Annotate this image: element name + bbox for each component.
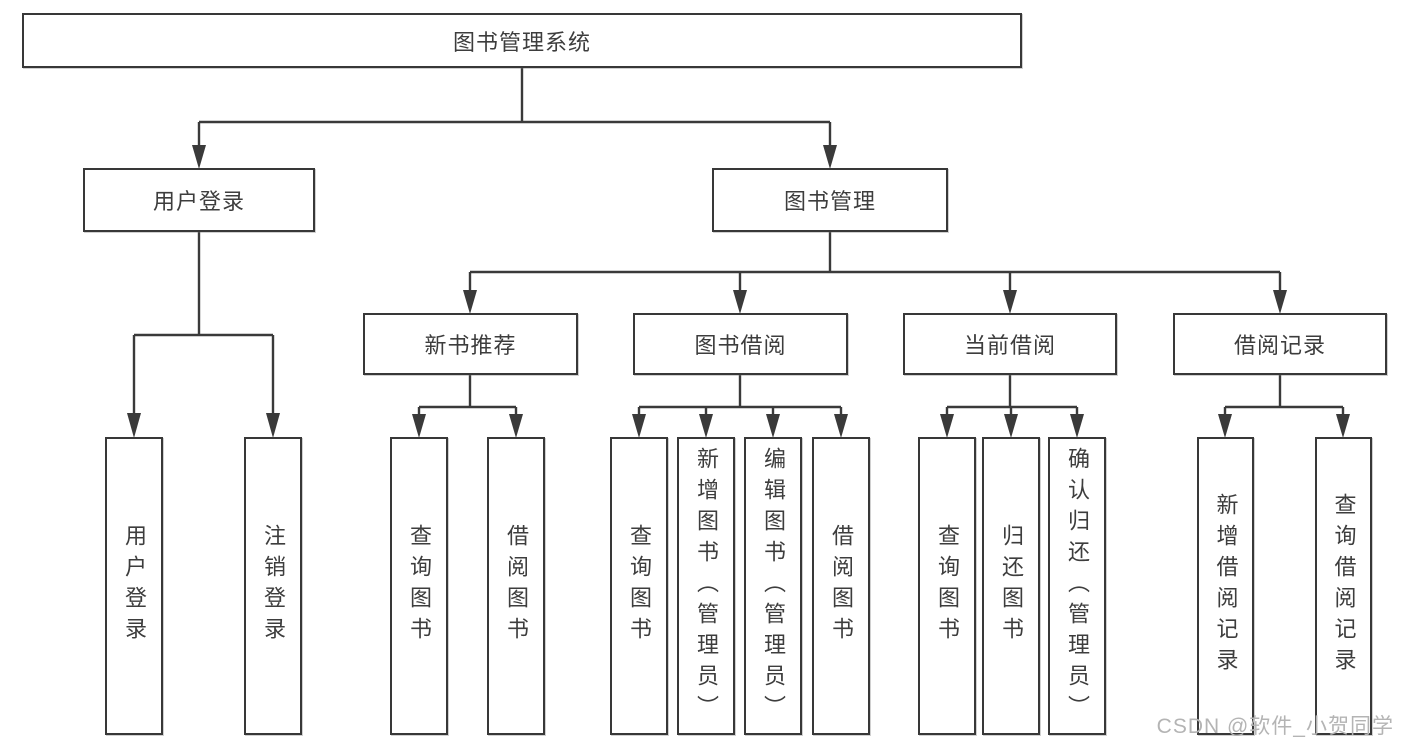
arrowhead bbox=[509, 414, 523, 438]
arrowhead bbox=[463, 290, 477, 314]
leaf-query-book-borrow-label: 查询图书 bbox=[627, 524, 652, 648]
arrowhead bbox=[940, 414, 954, 438]
node-new-book-recommend: 新书推荐 bbox=[363, 313, 578, 375]
leaf-borrow-book-recommend: 借阅图书 bbox=[487, 437, 545, 735]
arrowhead bbox=[1218, 414, 1232, 438]
arrowhead bbox=[1273, 290, 1287, 314]
node-book-management-label: 图书管理 bbox=[783, 189, 876, 214]
leaf-add-borrow-record-label: 新增借阅记录 bbox=[1213, 493, 1239, 679]
leaf-logout: 注销登录 bbox=[244, 437, 302, 735]
leaf-query-book-current-label: 查询图书 bbox=[935, 524, 960, 648]
node-book-borrow-label: 图书借阅 bbox=[694, 333, 787, 358]
node-current-borrow: 当前借阅 bbox=[903, 313, 1117, 375]
arrowhead bbox=[1003, 290, 1017, 314]
connector-book-borrow-children bbox=[637, 375, 843, 415]
arrowhead bbox=[1004, 414, 1018, 438]
node-book-management: 图书管理 bbox=[712, 168, 948, 232]
arrowhead bbox=[733, 290, 747, 314]
node-current-borrow-label: 当前借阅 bbox=[963, 333, 1056, 358]
arrowhead bbox=[412, 414, 426, 438]
arrowhead bbox=[192, 145, 206, 169]
node-borrow-record-label: 借阅记录 bbox=[1233, 333, 1326, 358]
leaf-query-book-recommend: 查询图书 bbox=[390, 437, 448, 735]
connector-book-management-children bbox=[468, 232, 1282, 292]
csdn-watermark: CSDN @软件_小贺同学 bbox=[1156, 715, 1394, 738]
arrowhead bbox=[699, 414, 713, 438]
leaf-borrow-book-recommend-label: 借阅图书 bbox=[504, 524, 529, 648]
leaf-add-book-admin: 新增图书（管理员） bbox=[677, 437, 735, 735]
node-new-book-recommend-label: 新书推荐 bbox=[424, 333, 517, 358]
arrowhead bbox=[1336, 414, 1350, 438]
connector-root-to-level2 bbox=[197, 68, 832, 147]
connector-current-borrow-children bbox=[945, 375, 1079, 415]
node-root-label: 图书管理系统 bbox=[452, 29, 591, 55]
leaf-query-book-borrow: 查询图书 bbox=[610, 437, 668, 735]
leaf-return-book: 归还图书 bbox=[982, 437, 1040, 735]
arrowhead bbox=[1070, 414, 1084, 438]
leaf-logout-label: 注销登录 bbox=[261, 524, 286, 648]
node-user-login: 用户登录 bbox=[83, 168, 315, 232]
arrowhead bbox=[127, 413, 141, 438]
leaf-user-login: 用户登录 bbox=[105, 437, 163, 735]
leaf-confirm-return-admin-label: 确认归还（管理员） bbox=[1065, 446, 1090, 726]
leaf-query-book-recommend-label: 查询图书 bbox=[407, 524, 432, 648]
leaf-borrow-book-label: 借阅图书 bbox=[829, 524, 854, 648]
leaf-query-borrow-record-label: 查询借阅记录 bbox=[1331, 493, 1357, 679]
leaf-edit-book-admin: 编辑图书（管理员） bbox=[744, 437, 802, 735]
arrowhead bbox=[766, 414, 780, 438]
leaf-return-book-label: 归还图书 bbox=[999, 524, 1024, 648]
leaf-query-book-current: 查询图书 bbox=[918, 437, 976, 735]
leaf-borrow-book: 借阅图书 bbox=[812, 437, 870, 735]
connector-user-login-children bbox=[132, 232, 275, 415]
leaf-add-book-admin-label: 新增图书（管理员） bbox=[694, 446, 719, 726]
arrowheads bbox=[127, 145, 1350, 438]
connector-borrow-record-children bbox=[1223, 375, 1345, 415]
leaf-user-login-label: 用户登录 bbox=[122, 524, 147, 648]
leaf-edit-book-admin-label: 编辑图书（管理员） bbox=[761, 446, 786, 726]
arrowhead bbox=[632, 414, 646, 438]
connector-new-book-recommend-children bbox=[417, 375, 518, 415]
leaf-confirm-return-admin: 确认归还（管理员） bbox=[1048, 437, 1106, 735]
leaf-query-borrow-record: 查询借阅记录 bbox=[1315, 437, 1372, 735]
arrowhead bbox=[834, 414, 848, 438]
arrowhead bbox=[266, 413, 280, 438]
node-root: 图书管理系统 bbox=[22, 13, 1022, 68]
leaf-add-borrow-record: 新增借阅记录 bbox=[1197, 437, 1254, 735]
arrowhead bbox=[823, 145, 837, 169]
node-borrow-record: 借阅记录 bbox=[1173, 313, 1387, 375]
node-book-borrow: 图书借阅 bbox=[633, 313, 848, 375]
node-user-login-label: 用户登录 bbox=[152, 189, 245, 214]
